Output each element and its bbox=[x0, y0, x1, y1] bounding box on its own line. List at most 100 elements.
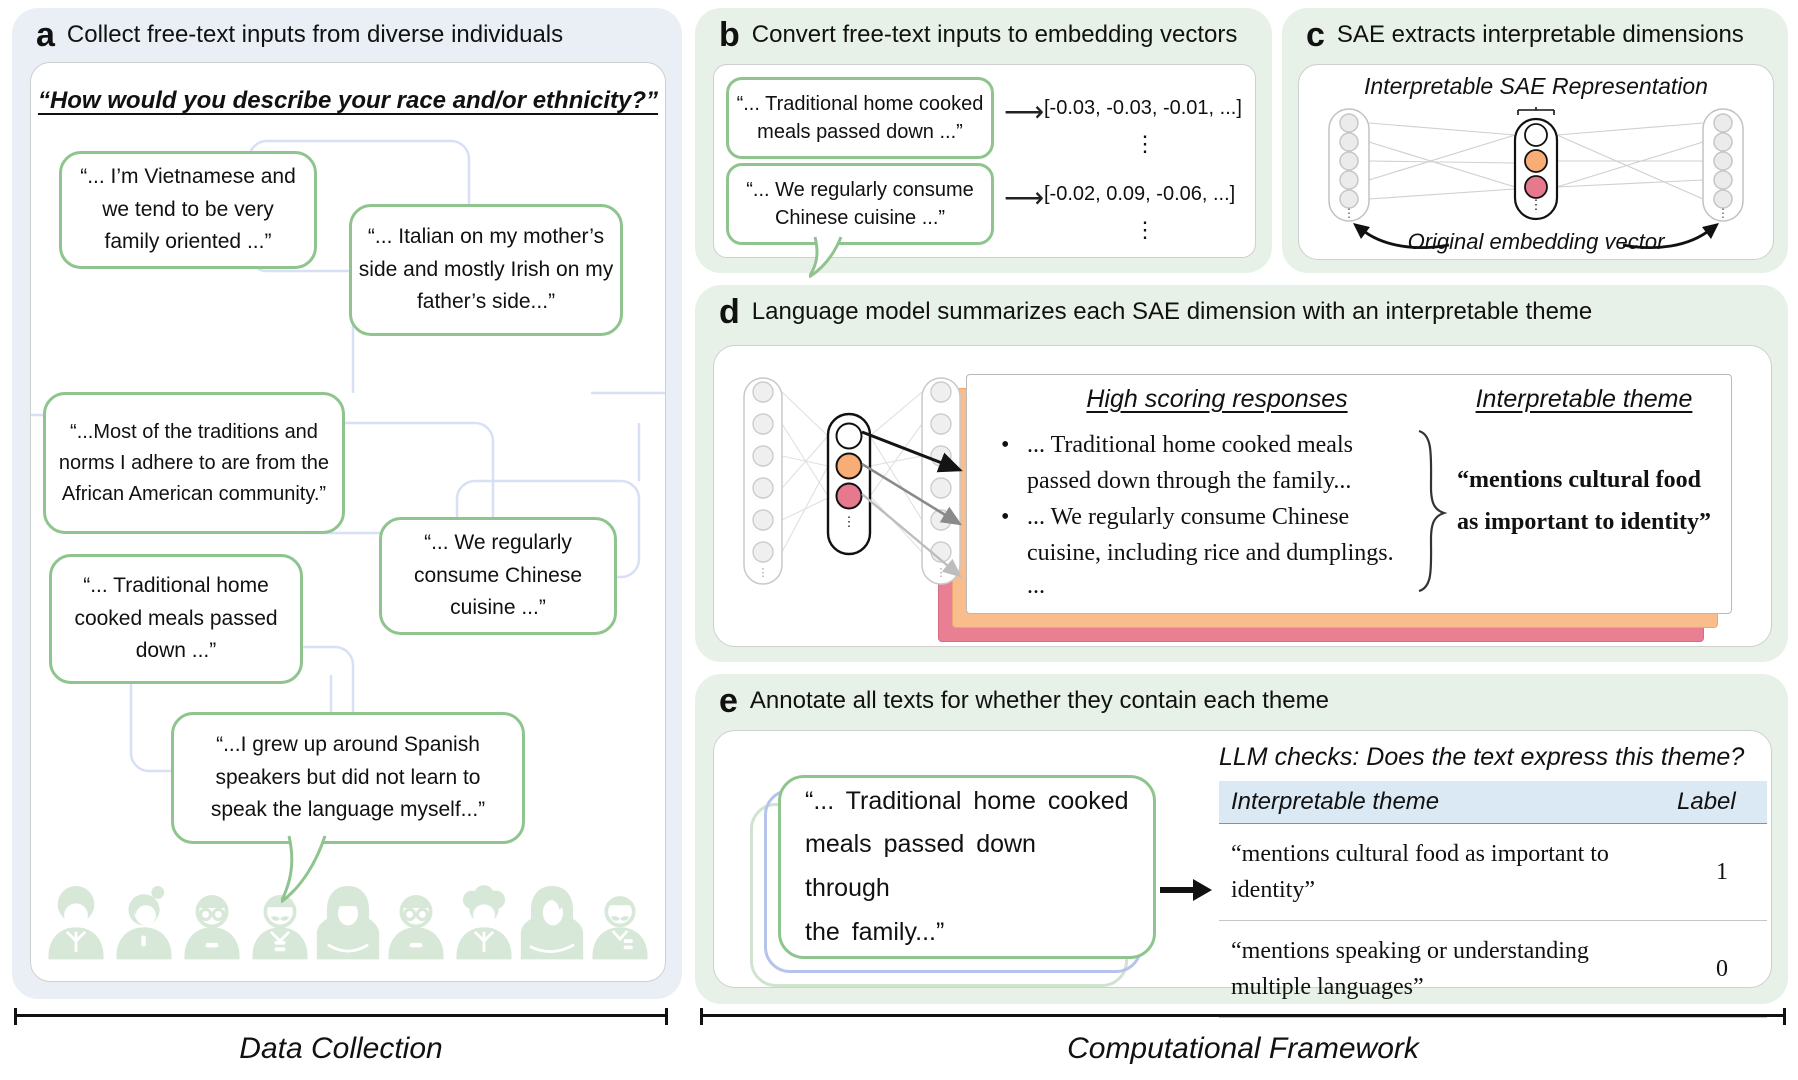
panel-e-annotation: e Annotate all texts for whether they co… bbox=[695, 674, 1788, 1018]
maps-to-arrow-icon: ⟶ bbox=[1004, 182, 1045, 213]
panel-b-card: “... Traditional home cooked meals passe… bbox=[713, 64, 1256, 279]
response-text: ... We regularly consume Chinese cuisine… bbox=[1027, 504, 1394, 566]
theme-column-header: Interpretable theme bbox=[1231, 788, 1440, 815]
sae-node-white bbox=[835, 422, 863, 450]
theme-cell: “mentions cultural food as important to … bbox=[1231, 841, 1609, 903]
panel-a-title: Collect free-text inputs from diverse in… bbox=[66, 21, 564, 48]
response-text: ... Traditional home cooked meals passed… bbox=[1027, 432, 1353, 494]
person-glasses-2-icon bbox=[388, 895, 444, 960]
bullet-icon: • bbox=[1001, 432, 1010, 458]
bracket-icon bbox=[1517, 107, 1555, 115]
panel-c-letter: c bbox=[1306, 16, 1325, 54]
panel-e-letter: e bbox=[719, 682, 738, 720]
response-bullet: • ... We regularly consume Chinese cuisi… bbox=[1001, 499, 1394, 571]
speech-bubble-home-cooked: “... Traditional home cooked meals passe… bbox=[49, 554, 303, 684]
right-vector-ellipsis: ⋮ bbox=[1717, 206, 1729, 220]
high-scoring-responses-header: High scoring responses bbox=[1086, 385, 1348, 413]
panel-c-sae: c SAE extracts interpretable dimensions … bbox=[1282, 8, 1788, 273]
high-scoring-responses-list: • ... Traditional home cooked meals pass… bbox=[1001, 427, 1394, 571]
arrow-light-gray-icon bbox=[861, 493, 962, 578]
left-ellipsis: ⋮ bbox=[758, 567, 769, 579]
annotation-arrow-icon bbox=[1160, 879, 1212, 901]
theme-cell: “mentions speaking or understanding mult… bbox=[1231, 938, 1589, 1000]
sae-node-white bbox=[1524, 123, 1548, 147]
person-mustache-2-icon bbox=[592, 896, 648, 960]
sae-vector-ellipsis: ⋮ bbox=[1530, 197, 1543, 212]
more-responses-ellipsis: ... bbox=[1027, 573, 1045, 599]
sae-node-pink bbox=[1524, 175, 1548, 199]
stacked-card-front: High scoring responses Interpretable the… bbox=[966, 374, 1732, 614]
panel-a-letter: a bbox=[36, 16, 55, 54]
panel-b-header: b Convert free-text inputs to embedding … bbox=[719, 18, 1237, 52]
quote-bubble-home-cooked: “... Traditional home cooked meals passe… bbox=[726, 77, 994, 159]
annotated-text-bubble: “... Traditional home cooked meals passe… bbox=[778, 775, 1156, 959]
sae-node-orange bbox=[1524, 149, 1548, 173]
panel-a-data-collection: a Collect free-text inputs from diverse … bbox=[12, 8, 682, 999]
computational-framework-label: Computational Framework bbox=[1067, 1032, 1419, 1065]
person-hijab-2-icon bbox=[520, 886, 584, 960]
person-curly-hair-icon bbox=[456, 885, 512, 960]
person-hijab-icon bbox=[316, 886, 380, 960]
panel-e-header: e Annotate all texts for whether they co… bbox=[719, 684, 1329, 718]
panel-a-card: “How would you describe your race and/or… bbox=[30, 62, 666, 982]
table-row: “mentions cultural food as important to … bbox=[1219, 824, 1767, 921]
sae-network-diagram: ⋮ ⋮ ⋮ bbox=[1328, 107, 1744, 254]
curved-arrow-right-icon bbox=[1622, 223, 1719, 249]
people-row bbox=[43, 871, 653, 963]
person-glasses-icon bbox=[184, 895, 240, 960]
panel-b-title: Convert free-text inputs to embedding ve… bbox=[751, 21, 1238, 48]
speech-bubble-chinese-cuisine: “... We regularly consume Chinese cuisin… bbox=[379, 517, 617, 635]
sae-network-small-diagram: ⋮ ⋮ ⋮ bbox=[743, 377, 963, 585]
arrow-black-icon bbox=[861, 430, 963, 473]
person-afro-icon bbox=[48, 886, 104, 960]
right-ellipsis: ⋮ bbox=[936, 567, 947, 579]
theme-annotation-table: Interpretable theme Label “mentions cult… bbox=[1219, 781, 1767, 1018]
label-column-header: Label bbox=[1677, 788, 1736, 815]
panel-c-card: Interpretable SAE Representation ⋮ bbox=[1298, 64, 1774, 260]
panel-d-letter: d bbox=[719, 293, 740, 331]
panel-e-title: Annotate all texts for whether they cont… bbox=[749, 687, 1329, 714]
panel-b-embeddings: b Convert free-text inputs to embedding … bbox=[695, 8, 1272, 279]
sae-representation-label: Interpretable SAE Representation bbox=[1364, 73, 1708, 99]
panel-d-card: High scoring responses Interpretable the… bbox=[713, 345, 1772, 647]
speech-bubble-spanish: “...I grew up around Spanish speakers bu… bbox=[171, 712, 525, 844]
vector-ellipsis-icon: ⋮ bbox=[1134, 217, 1156, 242]
sae-ellipsis: ⋮ bbox=[843, 514, 856, 529]
data-collection-label: Data Collection bbox=[239, 1032, 443, 1065]
speech-bubble-tail bbox=[281, 835, 327, 904]
survey-question: “How would you describe your race and/or… bbox=[37, 87, 659, 114]
speech-bubble-italian-irish: “... Italian on my mother’s side and mos… bbox=[349, 204, 623, 336]
panel-b-letter: b bbox=[719, 16, 740, 54]
llm-check-caption: LLM checks: Does the text express this t… bbox=[1219, 743, 1745, 771]
maps-to-arrow-icon: ⟶ bbox=[1004, 96, 1045, 127]
curved-arrow-left-icon bbox=[1353, 223, 1450, 249]
table-header-row: Interpretable theme Label bbox=[1219, 781, 1767, 824]
panel-a-header: a Collect free-text inputs from diverse … bbox=[36, 18, 563, 52]
sae-node-orange bbox=[835, 452, 863, 480]
quote-bubble-chinese-cuisine: “... We regularly consume Chinese cuisin… bbox=[726, 163, 994, 245]
response-bullet: • ... Traditional home cooked meals pass… bbox=[1001, 427, 1394, 499]
embedding-vector-1: [-0.03, -0.03, -0.01, ...] bbox=[1044, 97, 1242, 119]
panel-c-title: SAE extracts interpretable dimensions bbox=[1336, 21, 1744, 48]
panel-e-card: “... Traditional home cooked meals passe… bbox=[713, 730, 1772, 1018]
arrow-gray-icon bbox=[861, 462, 963, 526]
panel-c-header: c SAE extracts interpretable dimensions bbox=[1306, 18, 1744, 52]
bullet-icon: • bbox=[1001, 504, 1010, 530]
vector-ellipsis-icon: ⋮ bbox=[1134, 131, 1156, 156]
speech-bubble-vietnamese: “... I’m Vietnamese and we tend to be ve… bbox=[59, 151, 317, 269]
label-cell: 0 bbox=[1716, 955, 1728, 982]
left-vector-ellipsis: ⋮ bbox=[1343, 206, 1355, 220]
person-bun-hair-icon bbox=[116, 886, 172, 960]
sae-node-pink bbox=[835, 482, 863, 510]
brace-icon bbox=[1418, 429, 1448, 593]
table-row: “mentions speaking or understanding mult… bbox=[1219, 921, 1767, 1018]
annotated-text: “... Traditional home cooked meals passe… bbox=[805, 786, 1129, 946]
original-embedding-label: Original embedding vector bbox=[1408, 229, 1666, 254]
theme-quote: “mentions cultural food as important to … bbox=[1457, 467, 1711, 535]
label-cell: 1 bbox=[1716, 858, 1728, 885]
interpretable-theme-header: Interpretable theme bbox=[1475, 385, 1693, 413]
computational-framework-bracket bbox=[700, 1008, 1786, 1025]
embedding-vector-2: [-0.02, 0.09, -0.06, ...] bbox=[1044, 183, 1236, 205]
speech-bubble-african-american: “...Most of the traditions and norms I a… bbox=[43, 392, 345, 534]
